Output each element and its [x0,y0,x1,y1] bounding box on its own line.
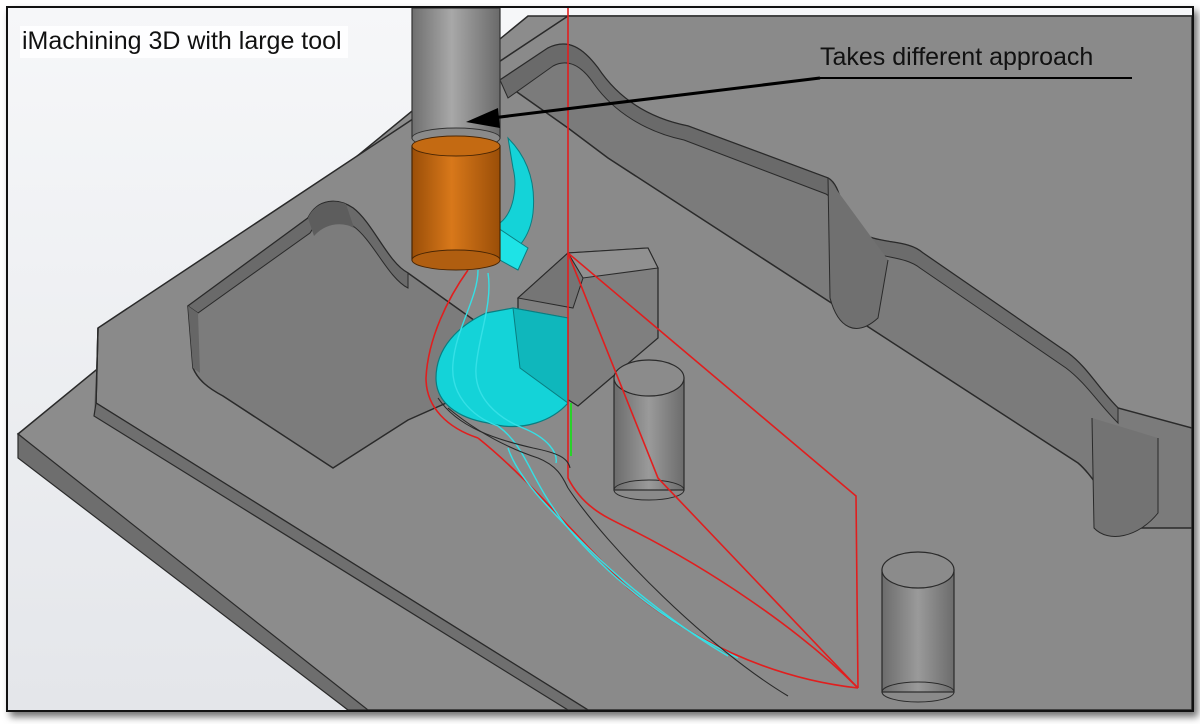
right-pocket [498,43,1192,537]
callout-label: Takes different approach [820,43,1094,71]
cad-viewport[interactable]: iMachining 3D with large tool Takes diff… [6,6,1194,712]
cutting-tool [411,8,501,271]
model-canvas[interactable] [8,8,1192,710]
pin-right [881,551,955,703]
pin-left [613,359,685,501]
toolpath-dark [437,397,789,697]
callout-arrow [466,76,1132,128]
toolpath-cyan [452,269,739,659]
left-pocket [187,200,481,469]
machined-surface [435,136,569,427]
view-caption: iMachining 3D with large tool [20,26,348,58]
